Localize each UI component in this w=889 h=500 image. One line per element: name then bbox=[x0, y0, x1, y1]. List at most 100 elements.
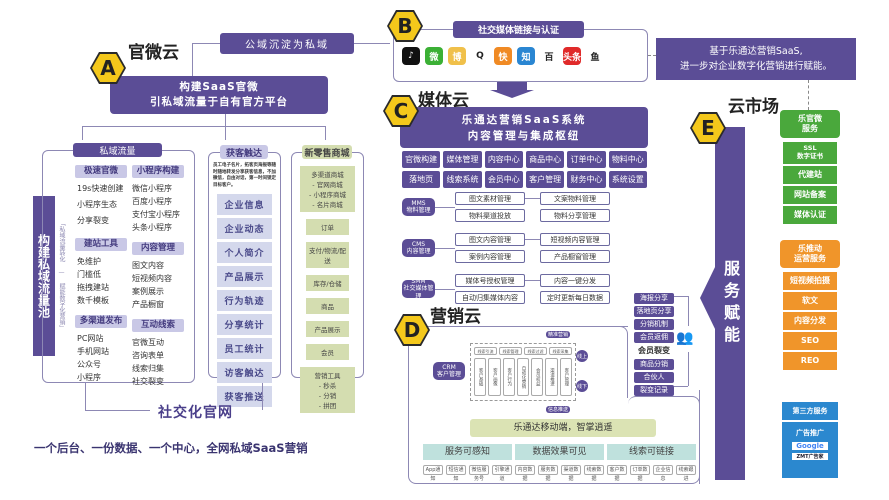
group-title: 多渠道发布 bbox=[75, 315, 127, 328]
group-item: 小程序生态 bbox=[77, 200, 117, 209]
toutiao-icon[interactable]: 头条 bbox=[563, 47, 581, 65]
acquire-item[interactable]: 个人简介 bbox=[217, 242, 272, 263]
data-tag[interactable]: 订单数据 bbox=[630, 465, 650, 482]
pillars: 服务可感知数据效果可见线索可链接 bbox=[423, 444, 696, 460]
push-tag: 信息推送 bbox=[546, 406, 570, 413]
group-item: 手机网站 bbox=[77, 347, 109, 356]
module-tab[interactable]: 会员中心 bbox=[484, 171, 523, 188]
customer-col: 客户画像 bbox=[488, 358, 501, 396]
orange-service-item[interactable]: 内容分发 bbox=[783, 312, 837, 330]
customer-col: 会员权益 bbox=[531, 358, 544, 396]
orange-service-item[interactable]: 短视频拍摄 bbox=[783, 272, 837, 290]
module-tab[interactable]: 财务中心 bbox=[567, 171, 606, 188]
orange-service-item[interactable]: REO bbox=[783, 352, 837, 370]
data-tag[interactable]: 短信通知 bbox=[446, 465, 466, 482]
acquire-item[interactable]: 产品展示 bbox=[217, 266, 272, 287]
c-title-box: 乐通达营销SaaS系统内容管理与集成枢纽 bbox=[400, 107, 648, 148]
data-tag[interactable]: 内容数据 bbox=[515, 465, 535, 482]
orange-service-item[interactable]: 软文 bbox=[783, 292, 837, 310]
a-title-box: 构建SaaS官微引私域流量于自有官方平台 bbox=[110, 76, 328, 114]
kuaishou-icon[interactable]: 快 bbox=[494, 47, 512, 65]
data-tag[interactable]: 客户数据 bbox=[607, 465, 627, 482]
data-tag[interactable]: 线索数据 bbox=[584, 465, 604, 482]
acquire-item[interactable]: 员工统计 bbox=[217, 338, 272, 359]
module-tab[interactable]: 内容中心 bbox=[484, 151, 523, 168]
douyin-icon[interactable]: ♪ bbox=[402, 47, 420, 65]
group-title: 内容管理 bbox=[132, 242, 184, 255]
green-service-item[interactable]: 代建站 bbox=[783, 166, 837, 184]
module-item[interactable]: 文案物料管理 bbox=[540, 192, 610, 205]
wechat-icon[interactable]: 微 bbox=[425, 47, 443, 65]
offline-badge[interactable]: 线下 bbox=[576, 380, 588, 392]
module-item[interactable]: 定时更新每日数据 bbox=[540, 291, 610, 304]
module-tab[interactable]: 物料中心 bbox=[608, 151, 647, 168]
customer-col: 客户管理 bbox=[559, 358, 572, 396]
pillar: 线索可链接 bbox=[607, 444, 696, 460]
module-tab[interactable]: 官微构建 bbox=[402, 151, 441, 168]
group-item: 公众号 bbox=[77, 360, 101, 369]
module-item[interactable]: 案例内容管理 bbox=[455, 250, 525, 263]
data-tag[interactable]: App通知 bbox=[423, 465, 443, 482]
module-item[interactable]: 产品橱窗管理 bbox=[540, 250, 610, 263]
baijiahao-icon[interactable]: 百 bbox=[540, 47, 558, 65]
module-item[interactable]: 短视频内容管理 bbox=[540, 233, 610, 246]
data-tag[interactable]: 微信服务号 bbox=[469, 465, 489, 482]
module-item[interactable]: 媒体号授权管理 bbox=[455, 274, 525, 287]
lead-step: 线索过滤 bbox=[524, 347, 547, 355]
module-item[interactable]: 物料渠道投放 bbox=[455, 209, 525, 222]
hex-d-badge: D bbox=[394, 314, 430, 346]
module-tab[interactable]: 订单中心 bbox=[567, 151, 606, 168]
hex-c-badge: C bbox=[383, 95, 419, 127]
weibo-icon[interactable]: 博 bbox=[448, 47, 466, 65]
module-item[interactable]: 图文素材管理 bbox=[455, 192, 525, 205]
module-item[interactable]: 图文内容管理 bbox=[455, 233, 525, 246]
member-item[interactable]: 会员返佣 bbox=[634, 332, 674, 343]
orange-service-item[interactable]: SEO bbox=[783, 332, 837, 350]
green-service-item[interactable]: 网站备案 bbox=[783, 186, 837, 204]
member-item[interactable]: 海报分享 bbox=[634, 293, 674, 304]
data-tag[interactable]: 线索跟进 bbox=[676, 465, 696, 482]
group-item: PC网站 bbox=[77, 334, 104, 343]
acquire-item[interactable]: 获客推送 bbox=[217, 386, 272, 407]
data-tag[interactable]: 渠道数据 bbox=[561, 465, 581, 482]
module-item[interactable]: 物料分享管理 bbox=[540, 209, 610, 222]
data-tag[interactable]: 企业信息 bbox=[653, 465, 673, 482]
mall-item: 商品 bbox=[306, 298, 349, 314]
module-item[interactable]: 自动归集媒体内容 bbox=[455, 291, 525, 304]
module-tab[interactable]: 客户管理 bbox=[525, 171, 565, 188]
qq-icon[interactable]: Q bbox=[471, 47, 489, 65]
module-tab[interactable]: 系统设置 bbox=[608, 171, 647, 188]
group-item: 头条小程序 bbox=[132, 223, 172, 232]
cloud-label-c: 媒体云 bbox=[418, 91, 469, 111]
group-item: 百度小程序 bbox=[132, 197, 172, 206]
acquire-item[interactable]: 行为轨迹 bbox=[217, 290, 272, 311]
acquire-item[interactable]: 企业信息 bbox=[217, 194, 272, 215]
green-service-item[interactable]: 媒体认证 bbox=[783, 206, 837, 224]
acquire-item[interactable]: 企业动态 bbox=[217, 218, 272, 239]
mall-item: 会员 bbox=[306, 344, 349, 360]
acquire-item[interactable]: 访客触达 bbox=[217, 362, 272, 383]
member-item[interactable]: 裂变记录 bbox=[634, 385, 674, 396]
green-service-item[interactable]: SSL 数字证书 bbox=[783, 142, 837, 164]
data-tag[interactable]: 引擎通道 bbox=[492, 465, 512, 482]
module-tab[interactable]: 商品中心 bbox=[525, 151, 565, 168]
c-title-line1: 乐通达营销SaaS系统 bbox=[461, 114, 587, 126]
data-tag[interactable]: 服务数据 bbox=[538, 465, 558, 482]
module-tab[interactable]: 落地页 bbox=[402, 171, 441, 188]
online-badge[interactable]: 线上 bbox=[576, 350, 588, 362]
dayu-icon[interactable]: 鱼 bbox=[586, 47, 604, 65]
member-item[interactable]: 商品分销 bbox=[634, 359, 674, 370]
module-tab[interactable]: 媒体管理 bbox=[443, 151, 482, 168]
zhihu-icon[interactable]: 知 bbox=[517, 47, 535, 65]
acquire-item[interactable]: 分享统计 bbox=[217, 314, 272, 335]
member-item[interactable]: 分销机制 bbox=[634, 319, 674, 330]
module-item[interactable]: 内容一键分发 bbox=[540, 274, 610, 287]
mall-panel: 多渠道商城 - 官网商城 - 小程序商城 - 名片商城订单支付/物流/配送库存/… bbox=[291, 152, 364, 413]
member-item[interactable]: 合伙人 bbox=[634, 372, 674, 383]
member-item[interactable]: 落地页分享 bbox=[634, 306, 674, 317]
group-item: 微信小程序 bbox=[132, 184, 172, 193]
module-tab[interactable]: 线索系统 bbox=[443, 171, 482, 188]
group-item: 短视频内容 bbox=[132, 274, 172, 283]
